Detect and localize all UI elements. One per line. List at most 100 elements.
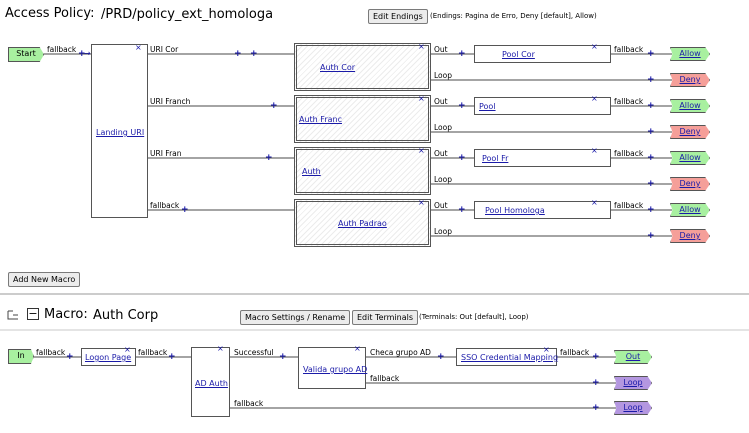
out-terminal[interactable]: Out <box>614 350 652 364</box>
delete-x-icon[interactable]: × <box>135 43 142 52</box>
add-item-plus-icon[interactable]: + <box>181 205 189 215</box>
pool-node[interactable]: Pool Cor <box>474 45 611 63</box>
auth-out-label: Out <box>434 45 448 54</box>
macro-branch-label: Successful <box>234 348 274 357</box>
allow-terminal[interactable]: Allow <box>670 151 710 165</box>
edit-endings-button[interactable]: Edit Endings <box>368 9 428 24</box>
add-item-plus-icon[interactable]: + <box>270 101 278 111</box>
allow-terminal[interactable]: Allow <box>670 47 710 61</box>
landing-uri-node[interactable]: Landing URI <box>91 44 148 218</box>
deny-terminal[interactable]: Deny <box>670 177 710 191</box>
add-new-macro-button[interactable]: Add New Macro <box>8 272 81 287</box>
landing-branch-label: URI Franch <box>150 97 191 106</box>
valida-grupo-link[interactable]: Valida grupo AD <box>303 365 368 374</box>
delete-x-icon[interactable]: × <box>418 94 425 103</box>
macro-tree-icon[interactable] <box>7 309 19 321</box>
add-item-plus-icon[interactable]: + <box>458 205 466 215</box>
pool-link[interactable]: Pool Fr <box>482 154 509 163</box>
add-item-plus-icon[interactable]: + <box>647 75 655 85</box>
delete-x-icon[interactable]: × <box>543 345 550 354</box>
add-item-plus-icon[interactable]: + <box>458 49 466 59</box>
auth-loop-label: Loop <box>434 175 452 184</box>
auth-macro-link[interactable]: Auth <box>302 167 321 176</box>
delete-x-icon[interactable]: × <box>418 146 425 155</box>
pool-node[interactable]: Pool <box>474 97 611 115</box>
landing-branch-label: URI Fran <box>150 149 182 158</box>
delete-x-icon[interactable]: × <box>217 344 224 353</box>
delete-x-icon[interactable]: × <box>354 344 361 353</box>
pool-node[interactable]: Pool Homologa <box>474 201 611 219</box>
ad-auth-link[interactable]: AD Auth <box>195 379 228 388</box>
add-item-plus-icon[interactable]: + <box>437 352 445 362</box>
logon-page-node[interactable]: Logon Page <box>81 348 136 366</box>
add-item-plus-icon[interactable]: + <box>592 378 600 388</box>
add-item-plus-icon[interactable]: + <box>279 352 287 362</box>
edit-terminals-button[interactable]: Edit Terminals <box>352 310 419 325</box>
add-item-plus-icon[interactable]: + <box>647 179 655 189</box>
auth-macro-node[interactable]: Auth Cor <box>294 43 431 91</box>
add-item-plus-icon[interactable]: + <box>647 49 655 59</box>
valida-grupo-node[interactable]: Valida grupo AD <box>298 347 368 389</box>
auth-out-label: Out <box>434 201 448 210</box>
macro-branch-label: fallback <box>370 374 400 383</box>
allow-terminal[interactable]: Allow <box>670 203 710 217</box>
add-item-plus-icon[interactable]: + <box>647 153 655 163</box>
in-terminal: In <box>8 349 34 364</box>
landing-branch-label: fallback <box>150 201 180 210</box>
add-item-plus-icon[interactable]: + <box>78 49 86 59</box>
pool-link[interactable]: Pool <box>479 102 496 111</box>
deny-terminal[interactable]: Deny <box>670 125 710 139</box>
loop-terminal[interactable]: Loop <box>614 401 652 415</box>
start-terminal: Start <box>8 47 44 62</box>
add-item-plus-icon[interactable]: + <box>458 101 466 111</box>
pool-branch-label: fallback <box>614 45 644 54</box>
add-item-plus-icon[interactable]: + <box>458 153 466 163</box>
loop-terminal[interactable]: Loop <box>614 376 652 390</box>
auth-macro-node[interactable]: Auth Padrao <box>294 199 431 247</box>
add-item-plus-icon[interactable]: + <box>647 127 655 137</box>
add-item-plus-icon[interactable]: + <box>265 153 273 163</box>
logon-page-link[interactable]: Logon Page <box>85 353 132 362</box>
add-item-plus-icon[interactable]: + <box>250 49 258 59</box>
pool-branch-label: fallback <box>614 149 644 158</box>
add-item-plus-icon[interactable]: + <box>592 403 600 413</box>
pool-link[interactable]: Pool Homologa <box>485 206 545 215</box>
endings-note: (Endings: Pagina de Erro, Deny [default]… <box>430 12 597 20</box>
delete-x-icon[interactable]: × <box>591 198 598 207</box>
add-item-plus-icon[interactable]: + <box>592 352 600 362</box>
add-item-plus-icon[interactable]: + <box>234 49 242 59</box>
add-item-plus-icon[interactable]: + <box>647 205 655 215</box>
sso-mapping-link[interactable]: SSO Credential Mapping <box>461 353 559 362</box>
ad-auth-node[interactable]: AD Auth <box>191 347 230 417</box>
pool-node[interactable]: Pool Fr <box>474 149 611 167</box>
pool-link[interactable]: Pool Cor <box>502 50 535 59</box>
auth-macro-link[interactable]: Auth Cor <box>320 63 356 72</box>
delete-x-icon[interactable]: × <box>591 146 598 155</box>
deny-terminal[interactable]: Deny <box>670 73 710 87</box>
collapse-icon[interactable]: − <box>27 307 39 320</box>
policy-name-field[interactable]: /PRD/policy_ext_homologa <box>99 6 359 23</box>
delete-x-icon[interactable]: × <box>418 42 425 51</box>
add-item-plus-icon[interactable]: + <box>647 231 655 241</box>
add-item-plus-icon[interactable]: + <box>66 352 74 362</box>
auth-macro-node[interactable]: Auth <box>294 147 431 195</box>
add-item-plus-icon[interactable]: + <box>168 352 176 362</box>
auth-macro-link[interactable]: Auth Padrao <box>338 219 387 228</box>
allow-terminal[interactable]: Allow <box>670 99 710 113</box>
sso-mapping-node[interactable]: SSO Credential Mapping <box>456 348 559 366</box>
add-item-plus-icon[interactable]: + <box>647 101 655 111</box>
delete-x-icon[interactable]: × <box>591 42 598 51</box>
delete-x-icon[interactable]: × <box>591 94 598 103</box>
delete-x-icon[interactable]: × <box>124 345 131 354</box>
macro-name-field[interactable]: Auth Corp <box>91 307 233 324</box>
macro-branch-label: fallback <box>138 348 168 357</box>
auth-loop-label: Loop <box>434 227 452 236</box>
macro-settings-button[interactable]: Macro Settings / Rename <box>240 310 351 325</box>
auth-macro-node[interactable]: Auth Franc <box>294 95 431 143</box>
landing-uri-link[interactable]: Landing URI <box>96 128 145 137</box>
deny-terminal[interactable]: Deny <box>670 229 710 243</box>
delete-x-icon[interactable]: × <box>418 198 425 207</box>
macro-branch-label: fallback <box>234 399 264 408</box>
auth-macro-link[interactable]: Auth Franc <box>299 115 342 124</box>
